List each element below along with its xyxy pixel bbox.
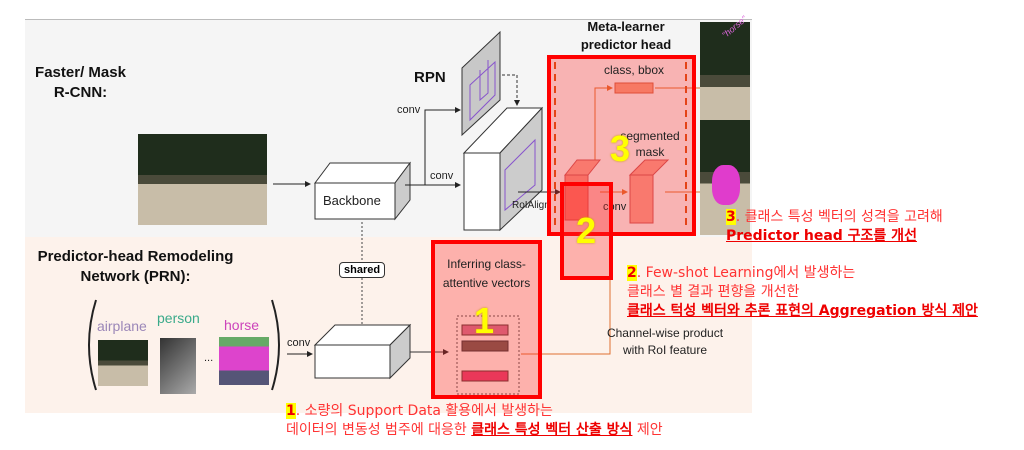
annotation-2: 2. Few-shot Learning에서 발생하는 클래스 별 결과 편향을… — [627, 265, 978, 319]
shared-label: shared — [339, 262, 386, 278]
backbone-label: Backbone — [323, 193, 381, 208]
highlight-box-2 — [560, 182, 613, 280]
support-label-airplane: airplane — [97, 318, 147, 334]
conv-label: conv — [287, 337, 311, 349]
ellipsis: ... — [204, 352, 214, 364]
segmented-mask-label: segmented mask — [620, 129, 680, 159]
marker-3: 3 — [610, 128, 631, 169]
channel-wise-label: Channel-wise product with RoI feature — [606, 326, 724, 357]
support-image-horse — [219, 337, 269, 385]
inferring-label: Inferring class-attentive vectors — [442, 257, 531, 290]
marker-2: 2 — [576, 210, 597, 251]
conv-label: conv — [603, 201, 627, 213]
meta-learner-title: Meta-learner predictor head — [580, 19, 672, 52]
class-bbox-label: class, bbox — [604, 63, 665, 77]
support-image-airplane — [98, 340, 148, 386]
roialign-label: RoIAlign — [512, 200, 550, 211]
conv-label: conv — [430, 170, 454, 182]
input-image — [138, 134, 267, 225]
faster-rcnn-title: Faster/ Mask R-CNN: — [35, 64, 126, 101]
highlight-box-3 — [547, 55, 696, 236]
conv-label: conv — [397, 104, 421, 116]
annotation-1: 1. 소량의 Support Data 활용에서 발생하는 데이터의 변동성 범… — [286, 403, 663, 438]
horse-mask — [712, 165, 740, 205]
marker-1: 1 — [474, 300, 495, 341]
support-image-person — [160, 338, 196, 394]
support-label-person: person — [157, 310, 200, 326]
prn-title: Predictor-head Remodeling Network (PRN): — [37, 248, 234, 285]
rpn-label: RPN — [414, 69, 446, 86]
highlight-box-1 — [431, 240, 542, 399]
annotation-3: 3. 클래스 특성 벡터의 성격을 고려해 Predictor head 구조를… — [726, 209, 943, 244]
support-label-horse: horse — [224, 317, 260, 333]
